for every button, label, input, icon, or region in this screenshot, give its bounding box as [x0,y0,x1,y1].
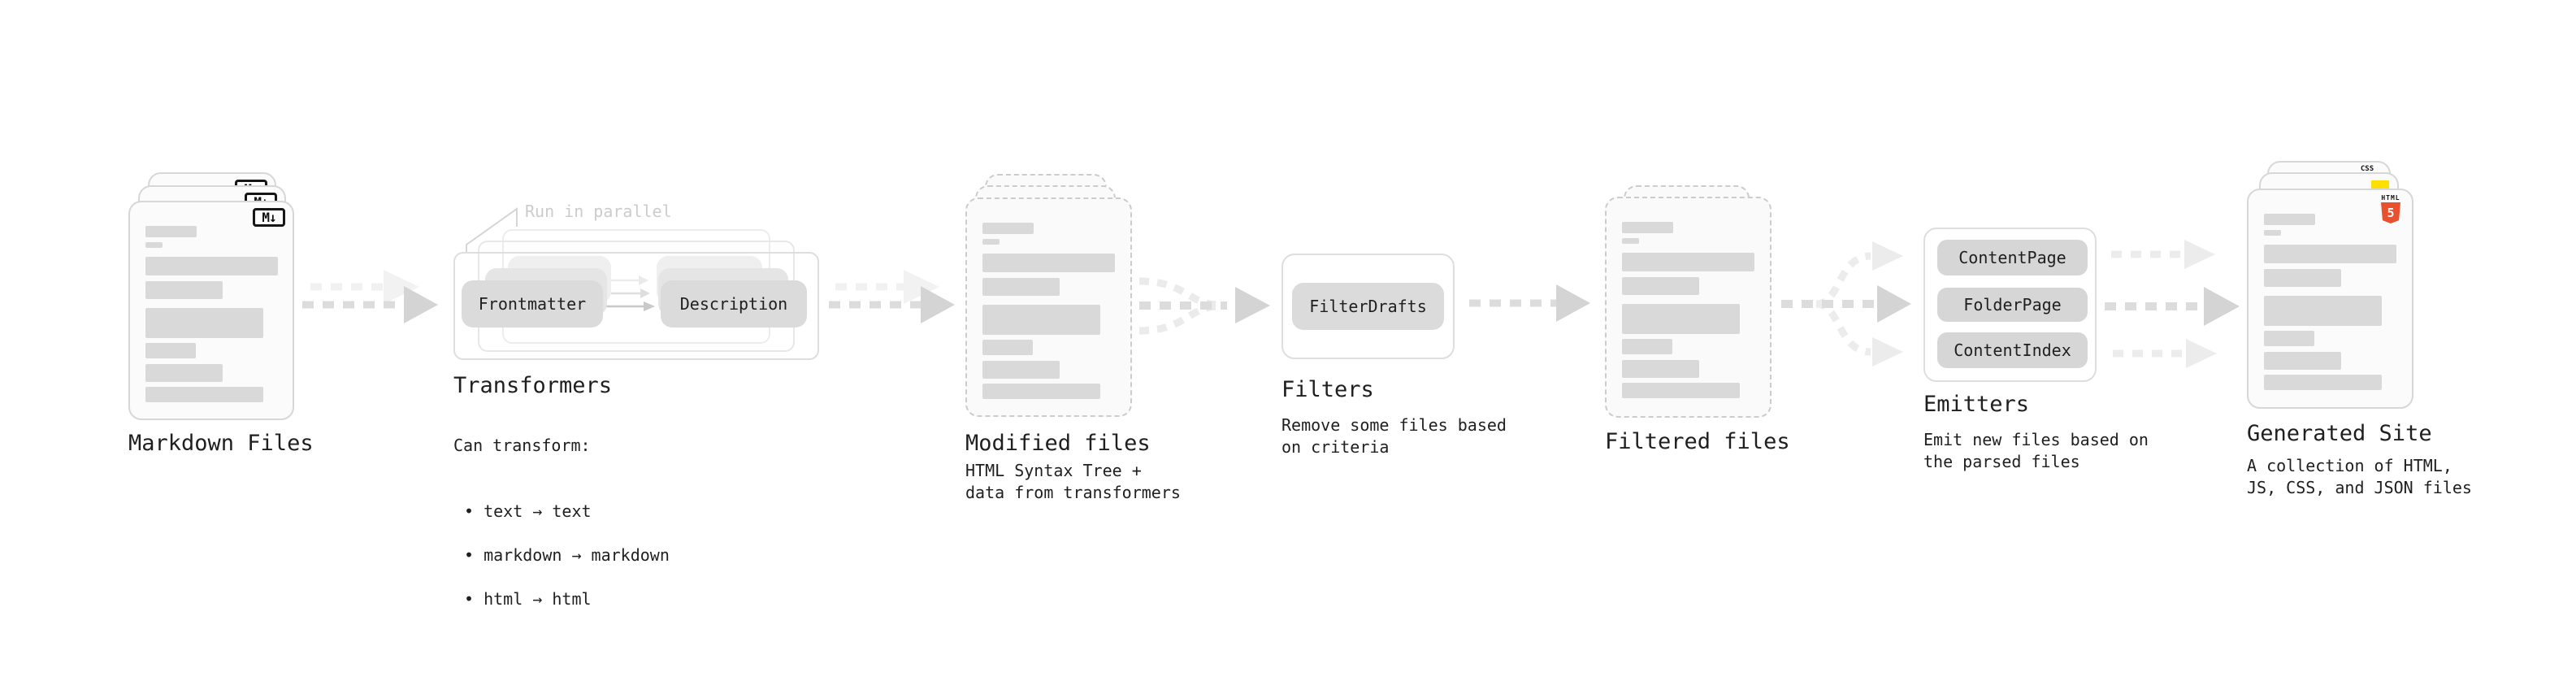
html5-icon-text: HTML [2381,194,2400,202]
bullet-item: • markdown → markdown [464,545,670,565]
markdown-files-label: Markdown Files [128,431,314,456]
frontmatter-pill: Frontmatter [462,280,603,327]
html5-shield: 5 [2381,202,2400,223]
emitters-card: ContentPage FolderPage ContentIndex [1923,228,2097,382]
markdown-file-card-front: M↓ [128,201,294,420]
generated-site-caption: A collection of HTML, JS, CSS, and JSON … [2247,456,2472,497]
markdown-icon: M↓ [253,208,285,227]
folderpage-pill: FolderPage [1937,288,2088,322]
transformers-caption: Can transform: • text → text • markdown … [453,413,670,654]
description-pill: Description [661,280,807,327]
filters-card: FilterDrafts [1281,254,1455,359]
emitters-caption: Emit new files based on the parsed files [1923,430,2149,471]
modified-files-caption: HTML Syntax Tree + data from transformer… [965,461,1181,502]
generated-site-label: Generated Site [2247,421,2432,446]
transformer-container-front [453,252,819,360]
arrows-emitters-to-site [2105,240,2240,368]
css-icon-text: CSS [2360,165,2374,173]
arrow-modified-to-filters-merge [1138,277,1270,335]
arrow-filters-to-filtered [1469,284,1590,322]
filtered-file-card-front [1605,197,1772,418]
file-content-bars [2264,214,2396,390]
bullet-item: • text → text [464,501,592,521]
filtered-files-label: Filtered files [1605,429,1790,454]
file-content-bars [982,223,1115,399]
arrow-transformers-to-modified [829,270,955,323]
file-content-bars [145,226,278,402]
transformers-label: Transformers [453,373,613,398]
arrow-filtered-to-emitters-split [1781,241,1911,367]
site-file-card-html: HTML 5 [2247,189,2413,409]
run-in-parallel-annotation: Run in parallel [525,202,672,221]
bullet-item: • html → html [464,589,592,609]
filters-label: Filters [1281,377,1374,402]
contentindex-pill: ContentIndex [1937,332,2088,368]
filterdrafts-pill: FilterDrafts [1292,283,1444,330]
transformers-caption-title: Can transform: [453,436,591,455]
modified-file-card-front [965,197,1132,417]
html5-icon: HTML 5 [2380,194,2401,223]
emitters-label: Emitters [1923,392,2030,417]
file-content-bars [1622,222,1754,398]
arrow-markdown-to-transformers [302,270,438,323]
filters-caption: Remove some files based on criteria [1281,415,1507,457]
contentpage-pill: ContentPage [1937,240,2088,275]
modified-files-label: Modified files [965,431,1151,456]
transformers-bullet-list: • text → text • markdown → markdown • ht… [453,479,670,632]
